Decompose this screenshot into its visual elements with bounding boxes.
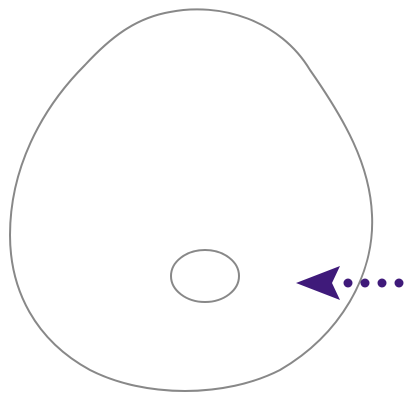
arrow-dot (378, 279, 387, 288)
dotted-arrow-left-icon (296, 266, 404, 300)
arrow-head (296, 266, 340, 300)
inner-oval (171, 250, 239, 302)
arrow-dot (361, 279, 370, 288)
outer-shape (10, 9, 372, 391)
arrow-dot (395, 279, 404, 288)
arrow-dot (344, 279, 353, 288)
